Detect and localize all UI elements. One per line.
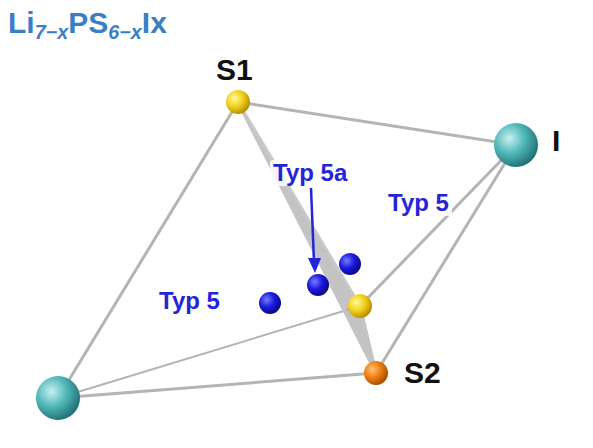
iodine-atom — [36, 376, 80, 420]
bonds — [58, 102, 516, 398]
atom-label: I — [552, 126, 560, 156]
sulfur-atom — [226, 90, 250, 114]
site-label: Typ 5a — [270, 160, 350, 186]
sulfur-atom — [364, 361, 388, 385]
li-site — [339, 253, 361, 275]
shaded-face — [238, 102, 376, 373]
li-site — [259, 292, 281, 314]
sulfur-atom — [348, 294, 372, 318]
atom-label: S1 — [216, 55, 253, 85]
leader-arrow — [308, 188, 321, 273]
atom-label: S2 — [404, 358, 441, 388]
iodine-atom — [494, 123, 538, 167]
front-bonds — [238, 102, 376, 373]
li-site — [307, 274, 329, 296]
formula-title: Li7−xPS6−xIx — [8, 8, 167, 38]
site-label: Typ 5 — [156, 288, 223, 314]
site-label: Typ 5 — [385, 190, 452, 216]
